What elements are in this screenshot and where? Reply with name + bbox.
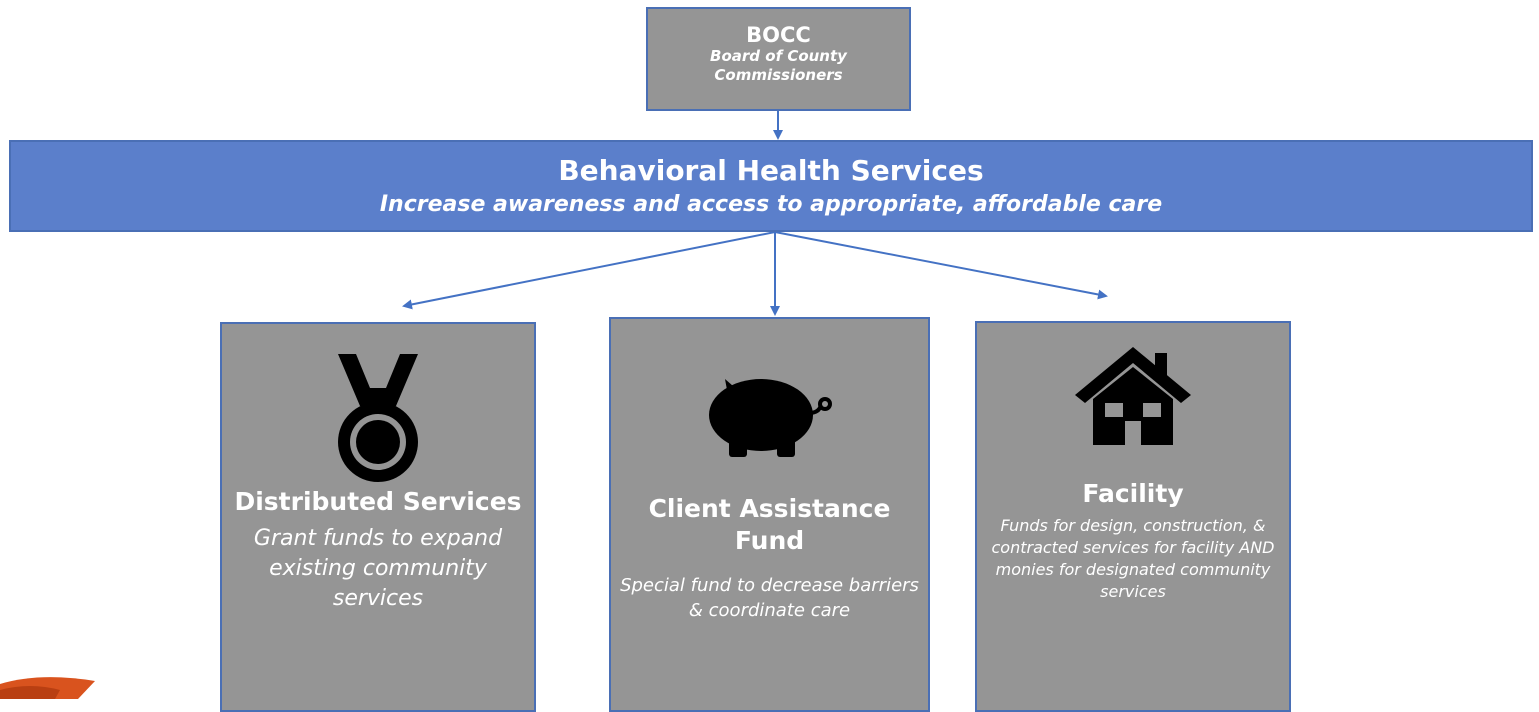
bhs-subtitle: Increase awareness and access to appropr… [379,192,1163,217]
distributed-services-title: Distributed Services [234,487,522,516]
client-assistance-fund-description: Special fund to decrease barriers & coor… [620,575,919,621]
arrow-to-distributed-services [402,231,776,310]
bocc-title: BOCC [746,23,811,47]
facility-title: Facility [1082,479,1184,508]
bocc-subtitle: Board of County Commissioners [710,47,847,84]
bhs-title: Behavioral Health Services [558,154,984,187]
facility-description: Funds for design, construction, & contra… [991,516,1275,601]
facility-card: Facility Funds for design, construction,… [975,321,1291,712]
house-icon [1075,347,1191,449]
medal-icon [338,354,418,488]
arrow-to-facility [774,231,1108,300]
distributed-services-description: Grant funds to expand existing community… [253,526,503,611]
distributed-services-card: Distributed Services Grant funds to expa… [220,322,536,712]
bocc-box: BOCC Board of County Commissioners [646,7,911,111]
behavioral-health-services-banner: Behavioral Health Services Increase awar… [9,140,1533,232]
client-assistance-fund-card: Client Assistance Fund Special fund to d… [609,317,930,712]
client-assistance-fund-title: Client Assistance Fund [648,494,891,555]
piggy-bank-icon [705,371,835,461]
